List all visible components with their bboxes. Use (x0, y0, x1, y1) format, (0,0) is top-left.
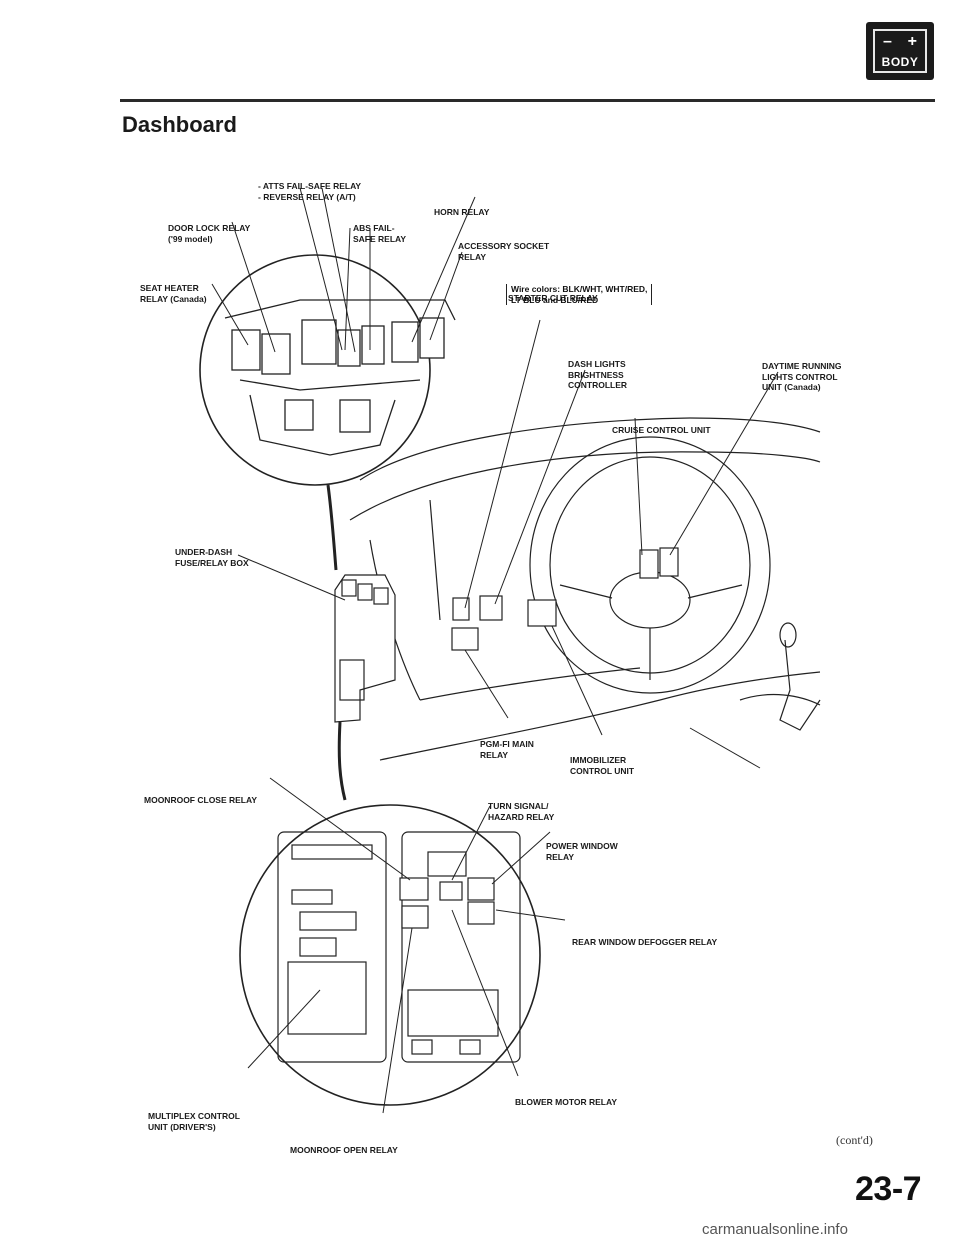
battery-icon: – + BODY (873, 29, 927, 73)
badge-minus: – (883, 33, 892, 50)
label-moonroof-close-relay: MOONROOF CLOSE RELAY (144, 795, 258, 805)
label-horn-relay: HORN RELAY (434, 207, 490, 217)
under-dash-fuse-box (334, 574, 396, 723)
watermark: carmanualsonline.info (702, 1221, 848, 1238)
label-abs-fail-safe-relay: ABS FAIL-SAFE RELAY (353, 223, 407, 244)
body-section-badge: – + BODY (866, 22, 934, 80)
label-door-lock-relay: DOOR LOCK RELAY('99 model) (168, 223, 251, 244)
relay-cluster-top (224, 299, 456, 456)
page-number: 23-7 (855, 1170, 922, 1208)
label-blower-motor-relay: BLOWER MOTOR RELAY (515, 1097, 618, 1107)
multiplex-control-unit (277, 831, 521, 1063)
badge-text: BODY (881, 55, 919, 69)
label-starter-cut-relay: STARTER CUT RELAY (508, 293, 598, 303)
continued-note: (cont'd) (836, 1133, 873, 1147)
leader-lines (211, 187, 779, 1114)
relay-zoom-circle-top (199, 254, 431, 486)
header-rule (120, 99, 935, 102)
label-starter-cut-wire-colors: Wire colors: BLK/WHT, WHT/RED,LT BLU and… (506, 284, 653, 305)
badge-plus: + (907, 33, 917, 50)
label-cruise-control-unit: CRUISE CONTROL UNIT (612, 425, 711, 435)
label-rear-window-defogger-relay: REAR WINDOW DEFOGGER RELAY (572, 937, 718, 947)
page-title: Dashboard (122, 112, 237, 137)
relay-zoom-circle-bottom (239, 804, 541, 1106)
label-turn-signal-hazard-relay: TURN SIGNAL/HAZARD RELAY (488, 801, 555, 822)
label-moonroof-open-relay: MOONROOF OPEN RELAY (290, 1145, 398, 1155)
dashboard-outline (349, 417, 821, 761)
label-atts-reverse-relay: - ATTS FAIL-SAFE RELAY- REVERSE RELAY (A… (258, 181, 362, 202)
